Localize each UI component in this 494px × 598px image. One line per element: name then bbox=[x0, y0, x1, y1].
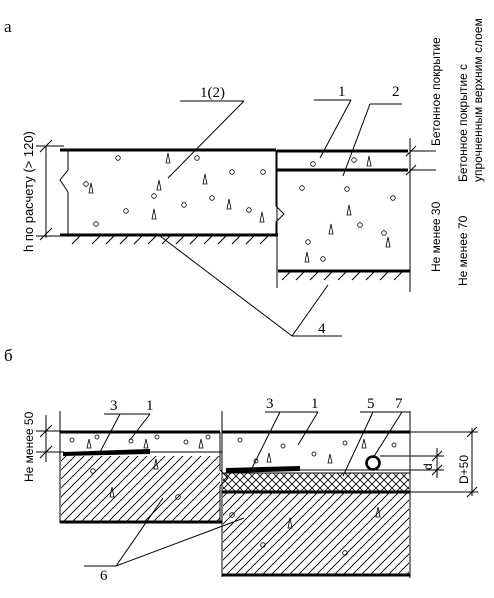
callout-a-2: 2 bbox=[392, 84, 400, 100]
callout-b-3-left: 3 bbox=[110, 398, 118, 414]
callout-a-4: 4 bbox=[318, 321, 326, 337]
label-coating: Бетонное покрытие bbox=[429, 37, 443, 146]
panel-a: а h по расчету (> 120) bbox=[4, 17, 485, 337]
callout-a-1: 1 bbox=[338, 84, 346, 100]
callout-b-7: 7 bbox=[395, 396, 403, 412]
slab-left-a bbox=[59, 148, 285, 245]
label-min70: Не менее 70 bbox=[456, 215, 470, 286]
dimension-min50: Не менее 50 bbox=[22, 411, 64, 482]
dimension-right-a bbox=[405, 145, 436, 176]
label-coating-hardened-2: упрочненным верхним слоем bbox=[471, 18, 485, 182]
slab-right-b bbox=[221, 411, 411, 578]
label-d-plus-50: D+50 bbox=[457, 455, 471, 484]
slab-right-a bbox=[276, 138, 411, 292]
panel-a-letter: а bbox=[4, 17, 12, 36]
callout-b-6: 6 bbox=[100, 568, 108, 584]
dimension-h: h по расчету (> 120) bbox=[21, 131, 64, 252]
callout-b-5: 5 bbox=[367, 396, 375, 412]
leaders-a bbox=[159, 99, 402, 337]
panel-b: б Не менее 50 bbox=[4, 346, 478, 584]
slab-left-b bbox=[59, 411, 229, 524]
label-coating-hardened-1: Бетонное покрытие с bbox=[456, 64, 470, 182]
dimension-min50-label: Не менее 50 bbox=[22, 411, 36, 482]
panel-b-letter: б bbox=[4, 346, 13, 365]
dimension-h-label: h по расчету (> 120) bbox=[21, 131, 36, 252]
label-d: d bbox=[421, 463, 435, 470]
label-min30: Не менее 30 bbox=[429, 201, 443, 272]
callout-a-1-2: 1(2) bbox=[200, 85, 225, 101]
callout-b-1-left: 1 bbox=[146, 398, 154, 414]
callout-b-3-mid: 3 bbox=[266, 396, 274, 412]
dimension-right-b bbox=[380, 426, 478, 498]
leaders-b bbox=[84, 411, 410, 567]
callout-b-1-mid: 1 bbox=[311, 396, 319, 412]
